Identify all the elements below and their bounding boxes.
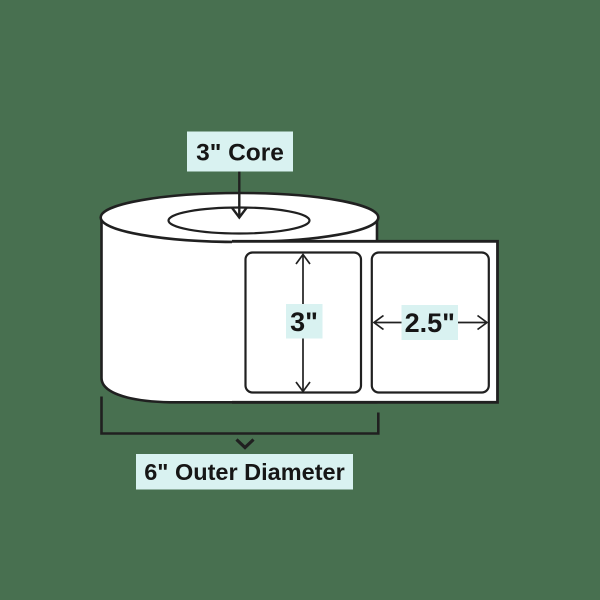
outer-diameter-callout-label: 6" Outer Diameter xyxy=(144,459,345,485)
arrowhead-up-icon xyxy=(295,253,311,265)
arrowhead-down-icon xyxy=(295,381,311,393)
outer-diameter-bracket xyxy=(100,396,380,435)
outer-diameter-callout-box xyxy=(136,454,353,490)
width-callout: 2.5" xyxy=(401,305,458,340)
core-callout-box xyxy=(187,131,293,172)
height-callout: 3" xyxy=(286,304,323,339)
height-callout-label: 3" xyxy=(290,307,318,337)
core-callout: 3" Core xyxy=(187,131,293,220)
arrowhead-right-icon xyxy=(476,314,489,331)
height-callout-box xyxy=(286,304,323,339)
outer-diameter-callout: 6" Outer Diameter xyxy=(136,454,353,490)
width-callout-label: 2.5" xyxy=(405,308,455,338)
width-callout-box xyxy=(401,305,458,340)
arrowhead-left-icon xyxy=(372,314,385,331)
core-callout-label: 3" Core xyxy=(196,140,284,167)
bracket-chevron-down-icon xyxy=(235,438,255,450)
core-arrowhead-down-icon xyxy=(230,206,248,220)
